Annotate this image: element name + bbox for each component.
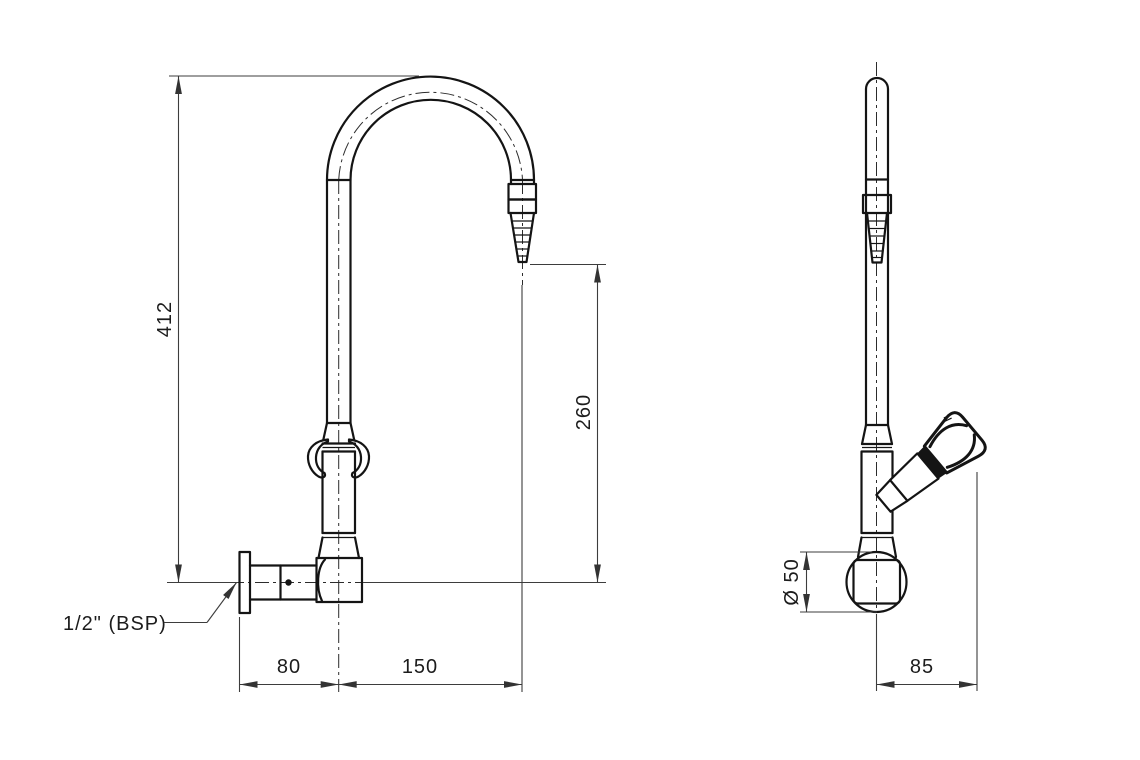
side-spout-tube — [861, 76, 893, 427]
handle-neck — [889, 452, 940, 502]
left-wing — [306, 438, 330, 479]
leader-arrow-line — [206, 582, 237, 623]
dim-overall-height: 412 — [154, 75, 419, 584]
dim-wall-to-riser: 80 — [238, 604, 340, 692]
nozzle-serrations — [511, 220, 533, 257]
dim-riser-to-outlet: 150 — [338, 285, 523, 692]
flange-body-square — [852, 558, 902, 605]
tube-cap — [864, 76, 890, 91]
handle-knob — [922, 411, 987, 475]
skirt-right — [353, 536, 361, 560]
pipe-mark-dot — [285, 579, 292, 586]
spout-outer-arc — [325, 75, 536, 182]
dim-text-wall-to-riser: 80 — [277, 656, 301, 678]
adapter-right-side — [886, 423, 894, 446]
leader-text-inlet-thread: 1/2" (BSP) — [63, 613, 167, 635]
dim-text-overall-height: 412 — [154, 301, 176, 337]
handle-side — [875, 411, 987, 513]
nozzle-taper — [509, 211, 536, 264]
knob-wing-line-top — [928, 423, 969, 449]
riser-fittings — [306, 421, 371, 560]
dimensions: 412 260 80 150 Ø 50 — [63, 75, 978, 692]
spout-arc-centerline — [338, 91, 523, 181]
nozzle-coupling-side — [861, 193, 893, 215]
skirt-left-side — [856, 536, 863, 559]
skirt-right-side — [891, 536, 898, 559]
adapter-left-side — [860, 423, 868, 446]
nozzle-coupling-lower — [507, 198, 538, 215]
front-view — [230, 75, 538, 615]
nozzle-serrations-side — [868, 220, 886, 259]
dim-text-outlet-drop: 260 — [573, 394, 595, 430]
collar-band — [321, 442, 357, 453]
right-wing — [347, 438, 371, 479]
elbow-blend-curve — [317, 558, 327, 603]
leader-inlet-thread: 1/2" (BSP) — [63, 582, 237, 635]
handle-front-wings — [306, 438, 371, 479]
knob-highlight-ticks — [943, 413, 952, 423]
dim-text-riser-to-outlet: 150 — [402, 656, 438, 678]
dim-handle-reach: 85 — [875, 472, 978, 691]
nozzle-taper-side — [865, 211, 889, 264]
dim-outlet-drop: 260 — [363, 263, 606, 584]
skirt-left — [317, 536, 324, 560]
gooseneck-spout — [325, 75, 536, 425]
wall-flange-front — [238, 550, 252, 615]
inlet-pipe — [248, 564, 318, 601]
knob-wing-line-bottom — [945, 433, 976, 469]
serrated-nozzle-front — [507, 182, 538, 264]
valve-elbow-block — [315, 556, 364, 604]
dim-text-flange-diameter: Ø 50 — [781, 558, 803, 605]
spout-inner-arc — [349, 98, 513, 182]
dim-text-handle-reach: 85 — [910, 656, 934, 678]
handle-band — [917, 446, 947, 479]
elbow-outline — [315, 556, 364, 604]
dim-flange-diameter: Ø 50 — [781, 551, 877, 613]
front-centerlines — [230, 91, 523, 604]
side-view — [845, 62, 987, 614]
flange-outline — [238, 550, 252, 615]
